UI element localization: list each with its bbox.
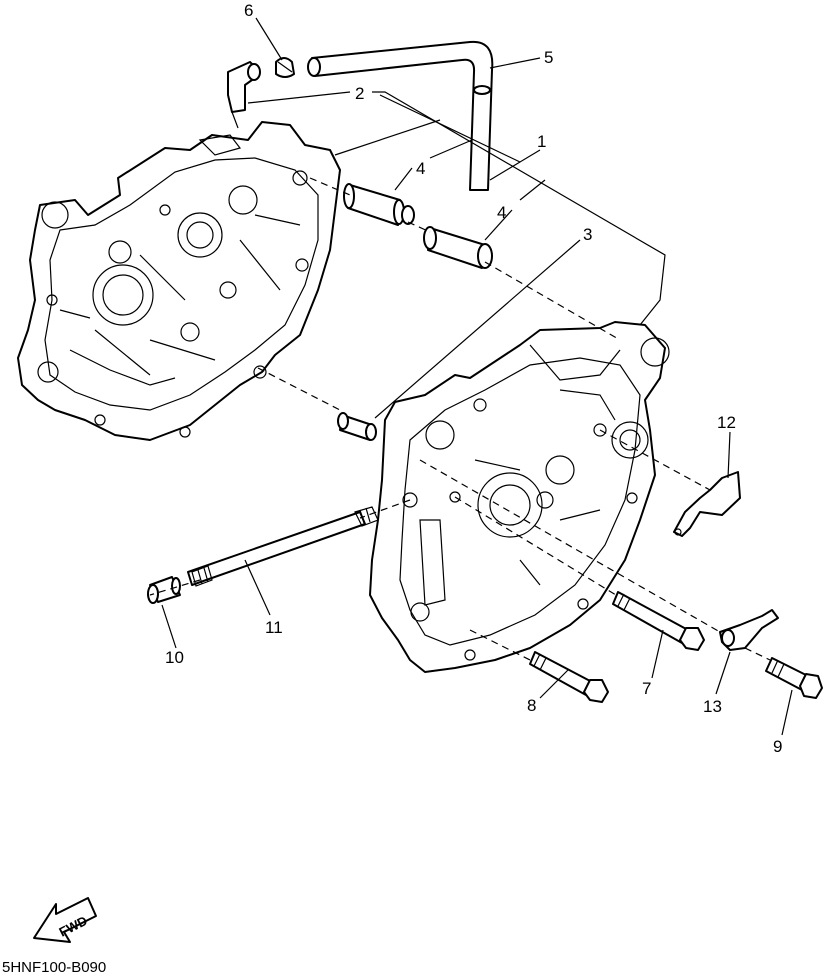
bolt-flange <box>765 657 823 699</box>
callout-11: 11 <box>265 618 283 637</box>
callout-10: 10 <box>165 648 184 667</box>
callout-9: 9 <box>773 737 782 756</box>
callout-8: 8 <box>527 696 536 715</box>
assembly-lines <box>149 177 771 661</box>
callout-labels: 1 2 3 4 4 5 6 7 8 9 10 11 12 13 <box>165 1 782 756</box>
dowel-pin-upper <box>343 183 415 226</box>
callout-3: 3 <box>583 225 592 244</box>
breather-elbow <box>227 61 261 129</box>
callout-7: 7 <box>642 679 651 698</box>
callout-4b: 4 <box>497 203 506 222</box>
clamp <box>719 609 779 651</box>
callout-5: 5 <box>544 48 553 67</box>
hose-clip <box>275 57 295 78</box>
fwd-arrow: FWD <box>33 897 97 943</box>
callout-2: 2 <box>355 84 364 103</box>
right-crankcase <box>369 321 670 673</box>
cap-nut <box>147 576 181 604</box>
left-crankcase <box>17 121 341 441</box>
bolt-short <box>529 651 609 703</box>
diagram-code: 5HNF100-B090 <box>2 959 106 975</box>
breather-hose <box>307 40 494 191</box>
stud-bolt <box>187 506 379 587</box>
dowel-pin-lower <box>423 226 493 269</box>
leader-lines <box>161 17 793 736</box>
callout-13: 13 <box>703 697 722 716</box>
collar <box>337 412 377 441</box>
bolt-long <box>612 591 705 651</box>
callout-1: 1 <box>537 132 546 151</box>
bracket <box>673 471 741 537</box>
callout-6: 6 <box>244 1 253 20</box>
callout-12: 12 <box>717 413 736 432</box>
callout-4a: 4 <box>416 159 425 178</box>
